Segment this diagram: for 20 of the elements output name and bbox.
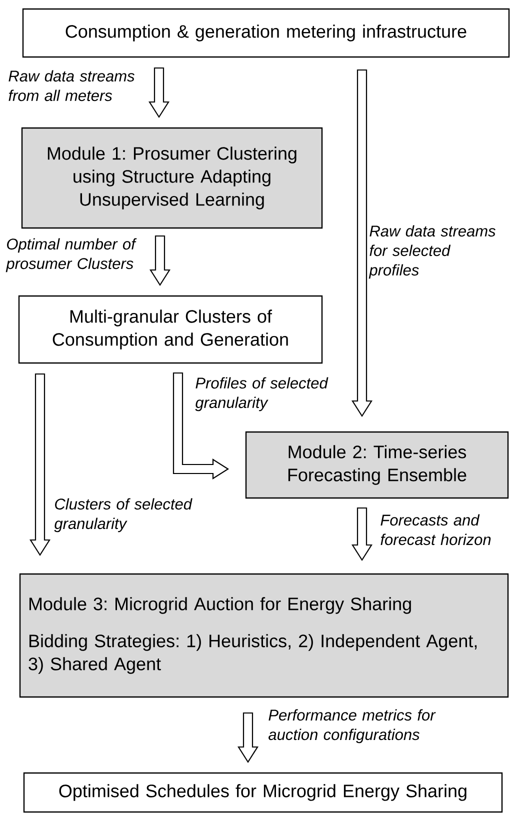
block-arrow <box>238 712 258 764</box>
block-arrow <box>172 372 230 480</box>
edge-label: Forecasts and forecast horizon <box>380 514 491 546</box>
edge-label: Clusters of selected granularity <box>54 498 192 532</box>
edge-label: Raw data streams from all meters <box>8 70 134 102</box>
block-arrow <box>352 507 372 562</box>
edge-label: Profiles of selected granularity <box>195 377 328 412</box>
module-box: Module 3: Microgrid Auction for Energy Sharing Bidding Strategies: 1) Heuristics, 2) Independent Agent, 3) Shared Agent <box>19 573 509 698</box>
block-arrow <box>30 373 50 556</box>
process-box: Optimised Schedules for Microgrid Energy Sharing <box>23 772 503 813</box>
process-box: Consumption & generation metering infrastructure <box>22 8 510 58</box>
module-box: Module 2: Time-series Forecasting Ensemble <box>245 431 509 499</box>
module-box: Module 1: Prosumer Clustering using Structure Adapting Unsupervised Learning <box>21 127 323 229</box>
block-arrow <box>148 67 170 118</box>
block-arrow <box>150 235 170 286</box>
process-box: Multi-granular Clusters of Consumption and Generation <box>18 295 323 364</box>
edge-label: Optimal number of prosumer Clusters <box>6 238 137 272</box>
edge-label: Performance metrics for auction configurations <box>268 709 436 744</box>
block-arrow <box>352 69 372 418</box>
edge-label: Raw data streams for selected profiles <box>368 225 496 279</box>
